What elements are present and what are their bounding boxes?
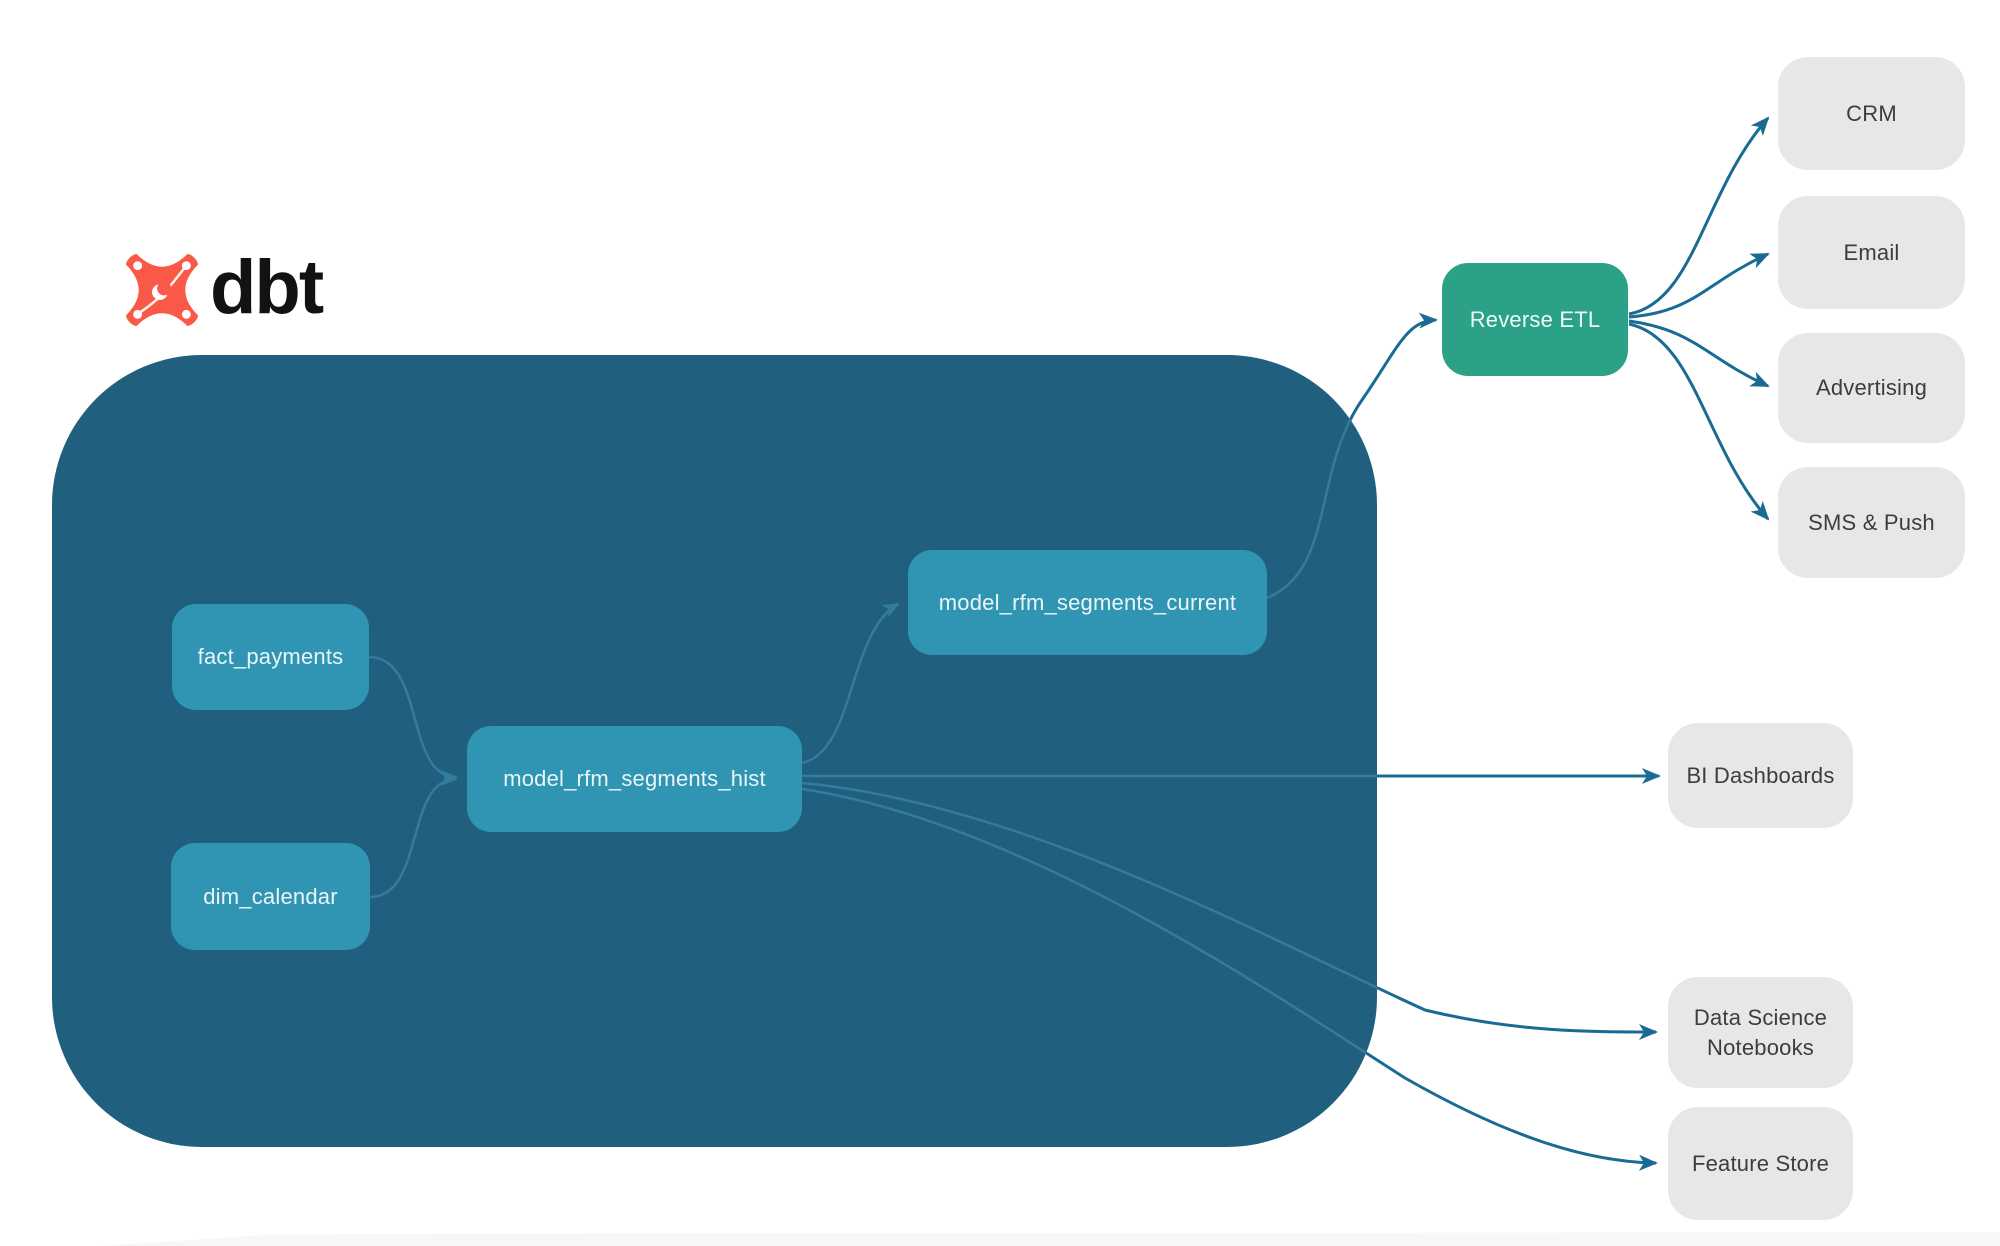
node-crm: CRM bbox=[1778, 57, 1965, 170]
edge-reverse-etl-to-sms-push bbox=[1628, 322, 1770, 521]
node-model-rfm-segments-hist: model_rfm_segments_hist bbox=[467, 726, 802, 832]
node-reverse-etl: Reverse ETL bbox=[1442, 263, 1628, 376]
node-label: dim_calendar bbox=[203, 883, 338, 909]
node-label: Feature Store bbox=[1691, 1150, 1830, 1176]
node-data-science-notebooks: Data Science Notebooks bbox=[1668, 977, 1853, 1088]
node-dim-calendar: dim_calendar bbox=[171, 843, 370, 950]
node-label: model_rfm_segments_current bbox=[938, 589, 1237, 615]
node-label: BI Dashboards bbox=[1686, 762, 1835, 788]
dbt-logo: dbt bbox=[126, 245, 324, 330]
node-sms-push: SMS & Push bbox=[1778, 467, 1965, 578]
edge-reverse-etl-to-email bbox=[1628, 252, 1770, 319]
bottom-edge-strip bbox=[0, 1232, 2000, 1246]
node-label: Email bbox=[1843, 239, 1900, 265]
edge-reverse-etl-to-crm bbox=[1628, 116, 1770, 316]
node-feature-store: Feature Store bbox=[1668, 1107, 1853, 1220]
node-label: Advertising bbox=[1815, 375, 1928, 401]
node-advertising: Advertising bbox=[1778, 333, 1965, 443]
node-fact-payments: fact_payments bbox=[172, 604, 369, 710]
node-label: CRM bbox=[1846, 100, 1897, 126]
node-bi-dashboards: BI Dashboards bbox=[1668, 723, 1853, 828]
node-label: model_rfm_segments_hist bbox=[503, 766, 766, 792]
node-label: fact_payments bbox=[197, 644, 344, 670]
node-model-rfm-segments-current: model_rfm_segments_current bbox=[908, 550, 1267, 655]
edge-reverse-etl-to-advertising bbox=[1628, 319, 1770, 388]
dbt-wordmark: dbt bbox=[210, 245, 324, 330]
node-email: Email bbox=[1778, 196, 1965, 309]
node-label: Data Science Notebooks bbox=[1693, 1004, 1828, 1060]
node-label: SMS & Push bbox=[1808, 509, 1935, 535]
node-label: Reverse ETL bbox=[1469, 306, 1601, 332]
dbt-star-icon bbox=[126, 254, 198, 326]
